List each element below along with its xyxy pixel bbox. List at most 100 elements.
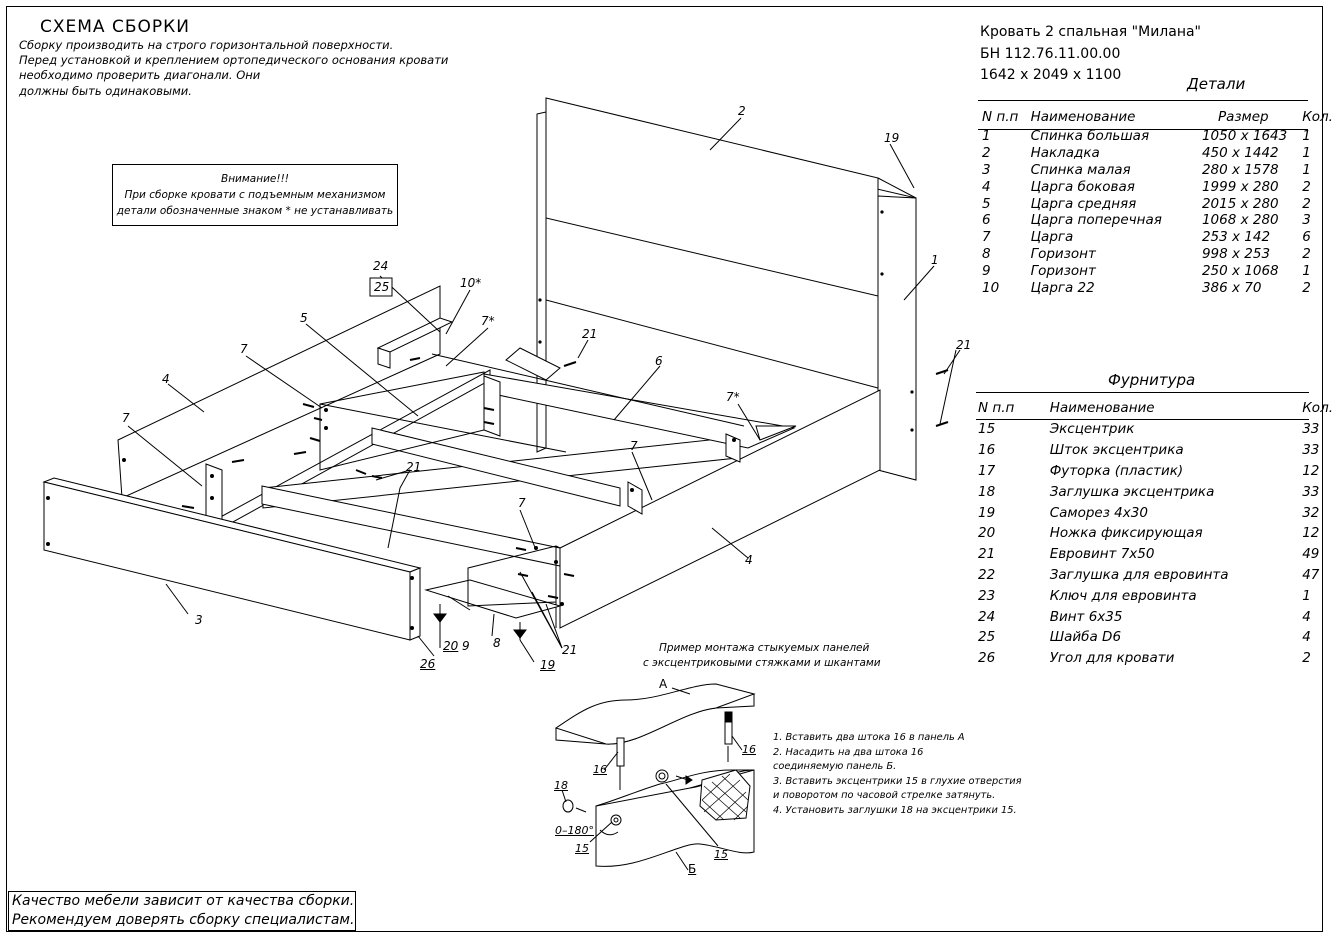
cross-rail-front	[261, 485, 561, 567]
parts-table-cell: 5	[982, 195, 991, 212]
callout-7-d: 7	[518, 496, 526, 510]
assembly-note-1: Сборку производить на строго горизонталь…	[19, 38, 394, 52]
callout-7-b: 7	[122, 411, 130, 425]
parts-table-cell: 386 x 70	[1201, 279, 1262, 296]
parts-table-cell: 6	[1302, 229, 1311, 246]
parts-table-cell: 1	[1302, 161, 1311, 178]
quality-notice: Качество мебели зависит от качества сбор…	[8, 891, 356, 931]
cap-18	[562, 799, 574, 813]
callout-4-left: 4	[162, 372, 170, 386]
parts-table-cell: 3	[982, 161, 991, 178]
small-rail-c	[627, 481, 643, 515]
parts-table-header: N п.п Наименование Размер Кол.	[982, 106, 1333, 128]
parts-table-title: Детали	[1187, 75, 1246, 93]
small-rail-b	[483, 375, 501, 437]
parts-table-cell: Спинка большая	[1030, 128, 1150, 145]
parts-table-cell: 1068 x 280	[1201, 212, 1279, 229]
callout-1: 1	[931, 253, 939, 267]
example-caption-2: с эксцентриковыми стяжками и шкантами	[643, 657, 881, 669]
callout-26: 26	[420, 657, 436, 671]
hardware-table-cell: 22	[978, 566, 996, 583]
parts-table-cell: 2015 x 280	[1201, 195, 1279, 212]
parts-table-cell: 7	[982, 229, 991, 246]
callout-6: 6	[655, 354, 663, 368]
callout-7-c: 7	[630, 439, 638, 453]
example-label-16-right: 16	[742, 743, 756, 756]
hardware-table-cell: Эксцентрик	[1049, 421, 1135, 438]
hardware-table-rule-top	[976, 392, 1309, 393]
hardware-table-cell: 47	[1302, 566, 1320, 583]
cam-15-right	[655, 769, 669, 783]
hardware-table-cell: 12	[1302, 462, 1320, 479]
footboard-edge	[409, 567, 421, 641]
assembly-steps: 1. Вставить два штока 16 в панель А 2. Н…	[773, 731, 1022, 818]
callout-20: 20	[443, 639, 459, 653]
hardware-table-title: Фурнитура	[1108, 371, 1196, 389]
callout-19-top: 19	[884, 131, 900, 145]
step-3: 3. Вставить эксцентрики 15 в глухие отве…	[773, 775, 1022, 787]
example-label-a: А	[659, 677, 668, 691]
hardware-table-cell: Шайба D6	[1049, 629, 1122, 646]
quality-line-1: Качество мебели зависит от качества сбор…	[12, 893, 355, 909]
parts-table-cell: 1	[1302, 145, 1311, 162]
example-label-15-right: 15	[714, 848, 728, 861]
hardware-table-cell: Ключ для евровинта	[1049, 587, 1197, 604]
callout-19-bottom: 19	[540, 658, 556, 672]
assembly-note-2: Перед установкой и креплением ортопедиче…	[19, 53, 449, 67]
hardware-table-cell: 26	[978, 650, 996, 667]
callout-9: 9	[462, 639, 470, 653]
example-label-angle: 0–180°	[555, 824, 594, 837]
parts-table-cell: Накладка	[1030, 145, 1100, 162]
parts-table-cell: 3	[1302, 212, 1311, 229]
fixing-legs	[433, 604, 527, 640]
callout-25: 25	[374, 280, 390, 294]
support-rail-back	[505, 347, 561, 381]
callout-7-a: 7	[240, 342, 248, 356]
parts-table-rule-top	[978, 100, 1308, 101]
parts-table-cell: Царга	[1030, 229, 1074, 246]
parts-table-cell: 2	[1302, 178, 1311, 195]
product-name: Кровать 2 спальная "Милана"	[980, 24, 1201, 40]
callout-24: 24	[373, 259, 389, 273]
callout-21-middle: 21	[406, 460, 422, 474]
parts-col-no: N п.п	[982, 109, 1019, 125]
hardware-table-cell: Футорка (пластик)	[1049, 462, 1184, 479]
hardware-table-cell: Винт 6х35	[1049, 608, 1123, 625]
parts-table-cell: 8	[982, 245, 991, 262]
step-2-cont: соединяемую панель Б.	[773, 761, 897, 772]
hardware-table-cell: 20	[978, 525, 996, 542]
headboard-edge	[877, 195, 917, 481]
hardware-table-cell: 4	[1302, 629, 1311, 646]
parts-table-cell: 250 x 1068	[1201, 262, 1279, 279]
warning-box: Внимание!!! При сборке кровати с подъемн…	[112, 164, 398, 226]
parts-table: N п.п Наименование Размер Кол. 1 Спинка б…	[982, 106, 1333, 296]
parts-col-size: Размер	[1217, 109, 1269, 125]
parts-table-cell: 1	[1302, 128, 1311, 145]
rail-10-face	[377, 347, 391, 369]
warning-title: Внимание!!!	[220, 173, 290, 185]
example-label-b: Б	[688, 862, 697, 876]
product-code: БН 112.76.11.00.00	[980, 46, 1121, 62]
warning-line-1: При сборке кровати с подъемным механизмо…	[124, 189, 386, 201]
hardware-table-cell: 16	[978, 442, 996, 459]
parts-table-cell: 10	[982, 279, 1000, 296]
bolts	[181, 357, 949, 599]
parts-col-name: Наименование	[1030, 109, 1136, 125]
hardware-table-cell: 12	[1302, 525, 1320, 542]
parts-table-cell: Царга средняя	[1030, 195, 1137, 212]
parts-table-cell: 4	[982, 178, 991, 195]
callout-2: 2	[738, 104, 746, 118]
